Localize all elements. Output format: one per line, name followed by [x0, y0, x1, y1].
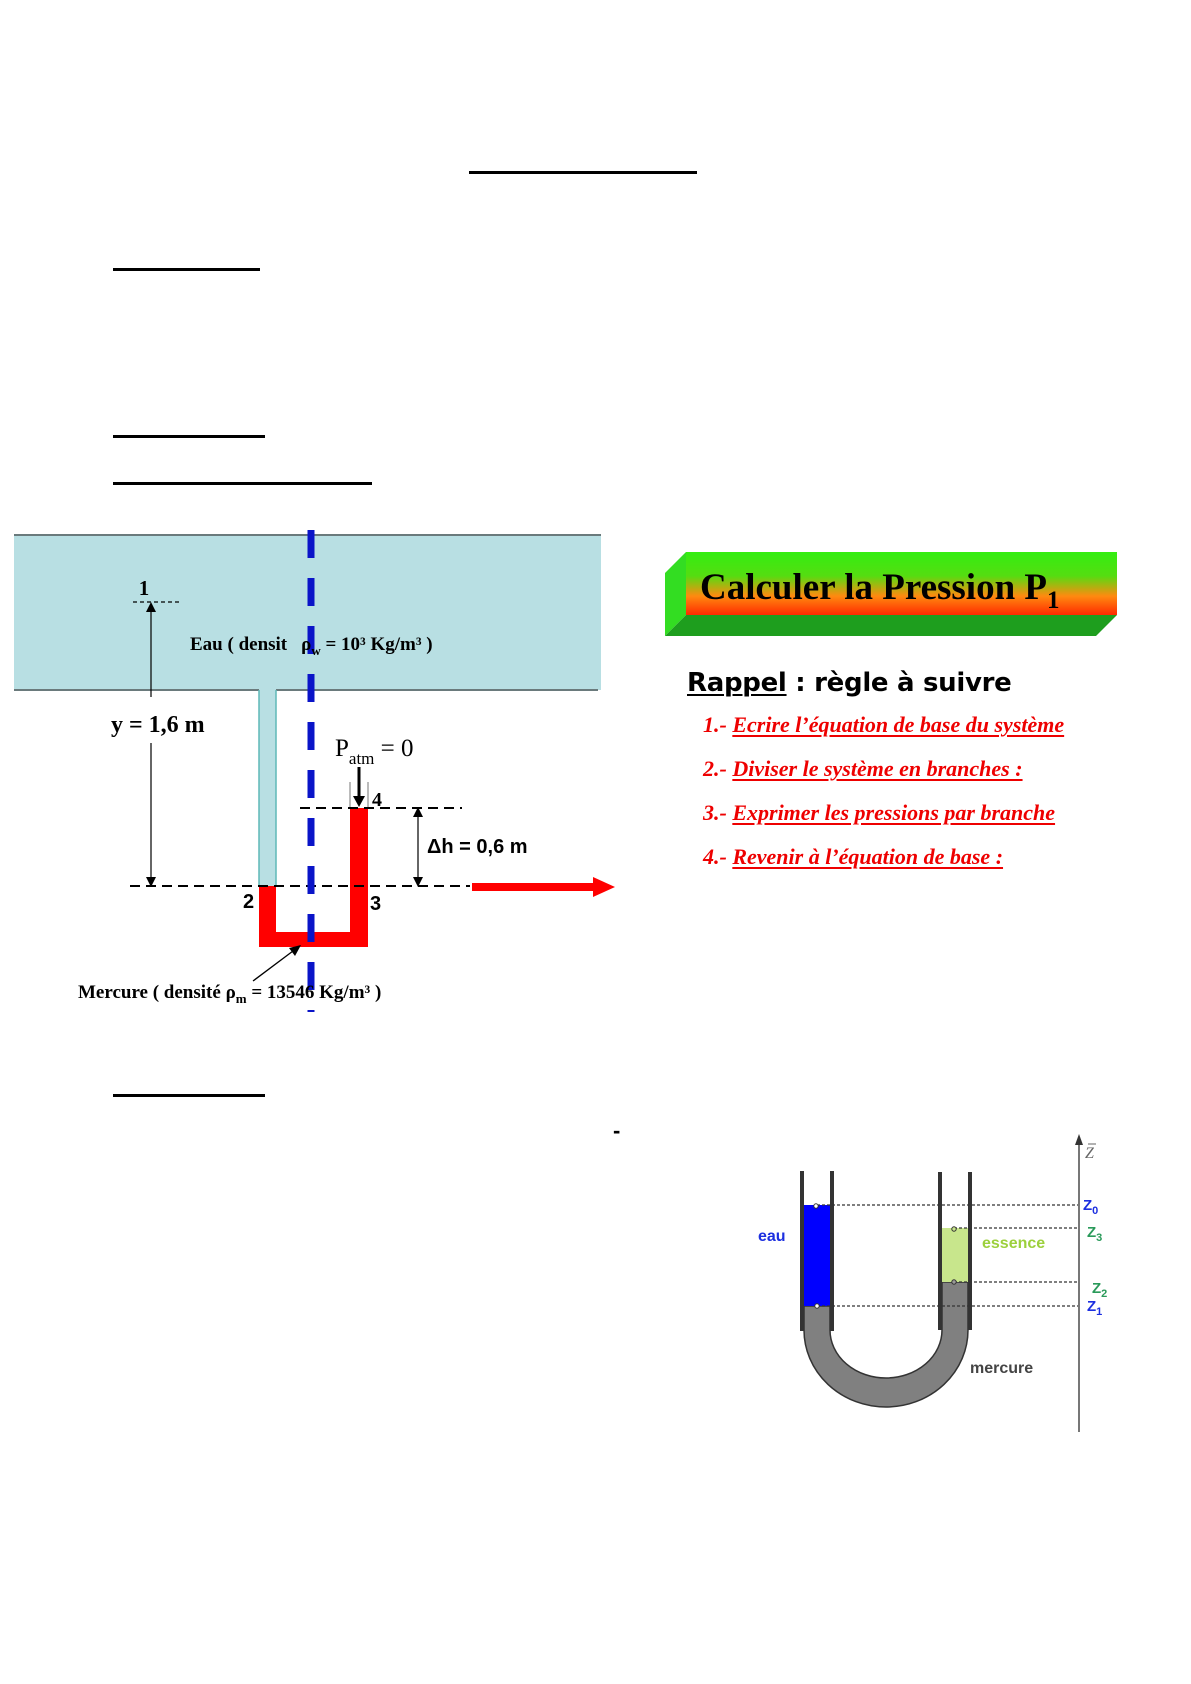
z-axis-arrow-icon — [1075, 1134, 1083, 1145]
mercury-pointer — [252, 950, 294, 982]
essence-label: essence — [982, 1235, 1045, 1252]
point-3-label: 3 — [370, 893, 381, 915]
section-underline-4 — [113, 1094, 265, 1097]
rule-step: 1.- Ecrire l’équation de base du système — [703, 712, 1065, 737]
point-z0 — [813, 1203, 819, 1209]
point-z2 — [951, 1279, 957, 1285]
rule-step: 4.- Revenir à l’équation de base : — [703, 844, 1004, 869]
section-underline-1 — [113, 268, 260, 271]
rappel-rest: : règle à suivre — [786, 668, 1012, 698]
eau-label: eau — [758, 1228, 786, 1245]
point-2-label: 2 — [243, 891, 254, 913]
point-z1 — [814, 1303, 820, 1309]
banner-title: Calculer la Pression P1 — [700, 567, 1060, 614]
stray-dash: - — [613, 1118, 621, 1143]
point-z3 — [951, 1226, 957, 1232]
rules-list: 1.- Ecrire l’équation de base du système… — [703, 712, 1064, 888]
tube-wall-left-outer — [800, 1171, 804, 1331]
banner-face — [686, 552, 1117, 615]
water-tube — [259, 689, 276, 886]
point-1-label: 1 — [139, 576, 150, 600]
z3-label: Z3 — [1087, 1224, 1102, 1244]
banner-left-bevel — [665, 552, 686, 636]
tube-wall-right-outer — [968, 1172, 972, 1330]
patm-label: Patm = 0 — [335, 735, 414, 768]
mercury-pointer-head — [289, 945, 301, 956]
mercury-density-label: Mercure ( densité ρm = 13546 Kg/m³ ) — [78, 982, 381, 1006]
section-underline-2 — [113, 435, 265, 438]
mercure-label: mercure — [970, 1360, 1033, 1377]
point-4-label: 4 — [372, 789, 382, 811]
rappel-word: Rappel — [687, 668, 787, 698]
essence-column — [942, 1228, 968, 1282]
banner-bottom-bevel — [665, 615, 1117, 636]
tube-wall-right-inner — [938, 1172, 942, 1330]
z2-label: Z2 — [1092, 1280, 1107, 1300]
dh-label: Δh = 0,6 m — [427, 836, 528, 858]
patm-arrow-head — [353, 796, 365, 807]
tube-wall-left-inner — [830, 1171, 834, 1331]
mercury-u-tube — [259, 808, 368, 947]
section-underline-3 — [113, 482, 372, 485]
title-underline — [469, 171, 697, 174]
z0-label: Z0 — [1083, 1197, 1098, 1217]
flow-arrow-head — [593, 877, 615, 897]
mercury-fill — [803, 1281, 969, 1408]
water-tank — [14, 535, 601, 690]
water-column — [804, 1205, 830, 1306]
flow-arrow-shaft — [472, 883, 596, 891]
z-axis-label: Z — [1085, 1145, 1095, 1162]
rappel-heading: Rappel : règle à suivre — [687, 668, 1012, 698]
y-dimension-label: y = 1,6 m — [111, 712, 205, 738]
rule-step: 3.- Exprimer les pressions par branche — [703, 800, 1056, 825]
z1-label: Z1 — [1087, 1298, 1102, 1318]
rule-step: 2.- Diviser le système en branches : — [703, 756, 1023, 781]
